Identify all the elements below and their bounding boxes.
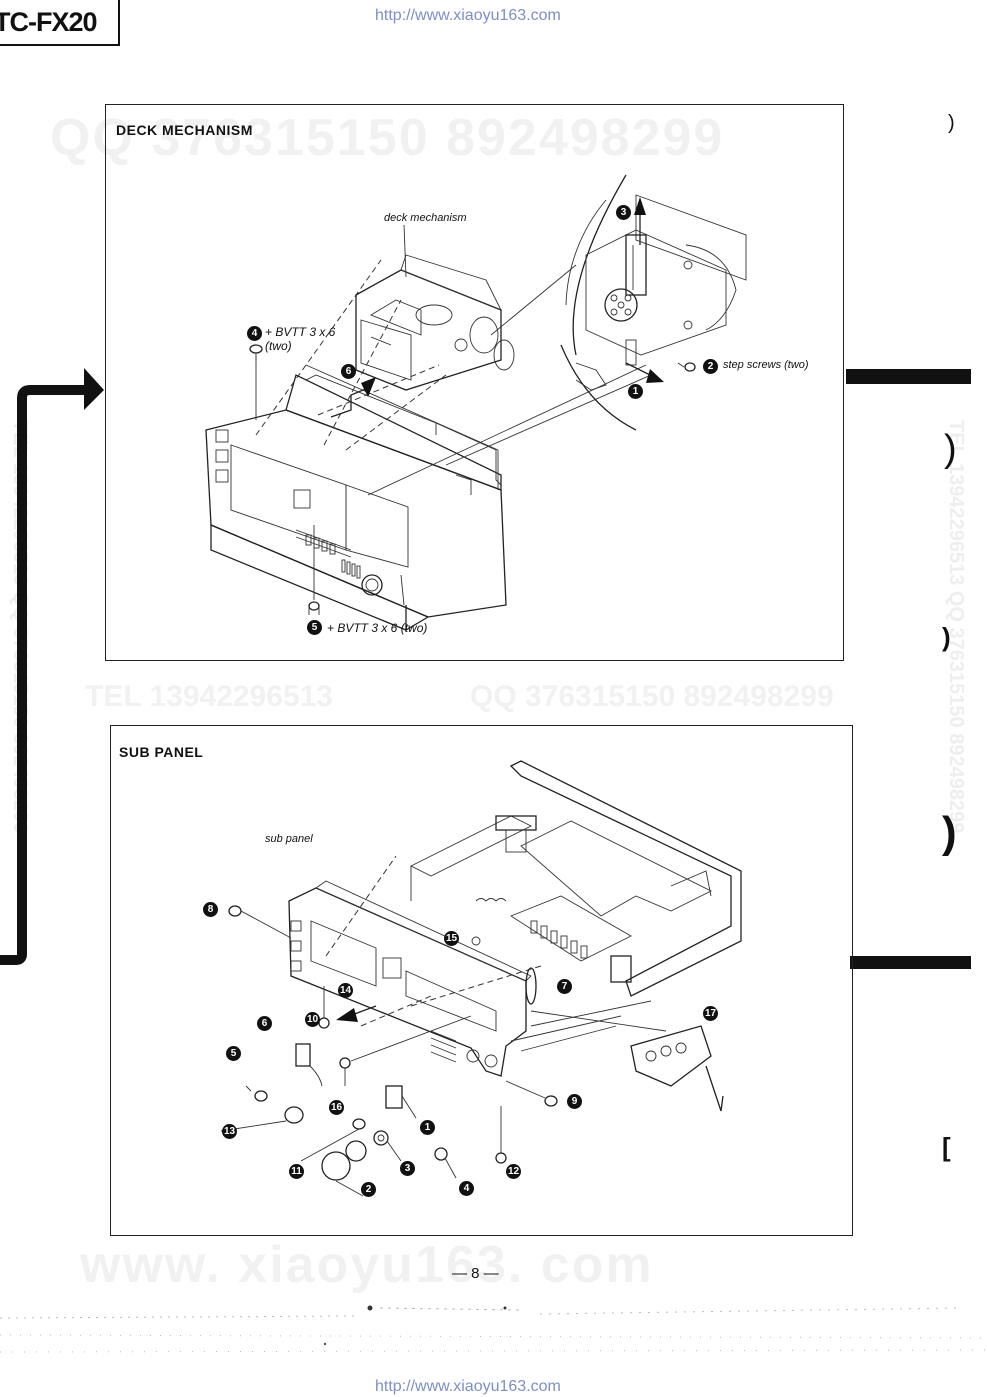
- callout-1: 1: [420, 1120, 435, 1135]
- right-mark-1: ): [948, 112, 955, 134]
- callout-2: 2: [361, 1182, 376, 1197]
- deck-mechanism-drawing: [205, 174, 747, 631]
- label-screw5: + BVTT 3 x 6 (two): [327, 621, 428, 635]
- label-sub-panel: sub panel: [265, 833, 313, 845]
- label-screw4-spec: + BVTT 3 x 6: [265, 325, 336, 339]
- callout-7: 7: [557, 979, 572, 994]
- callout-16: 16: [329, 1100, 344, 1115]
- sub-panel-title: SUB PANEL: [119, 744, 204, 760]
- callout-3: 3: [400, 1161, 415, 1176]
- callout-9: 9: [567, 1094, 582, 1109]
- watermark-tel: TEL 13942296513: [85, 680, 333, 713]
- sub-panel-drawing: [220, 760, 742, 1197]
- url-bottom[interactable]: http://www.xiaoyu163.com: [375, 1378, 561, 1395]
- label-step-screws: step screws (two): [723, 359, 809, 371]
- right-bar-bottom: [850, 956, 971, 969]
- callout-12: 12: [506, 1164, 521, 1179]
- callout-11: 11: [289, 1164, 304, 1179]
- callout-8: 8: [203, 902, 218, 917]
- callout-15: 15: [444, 931, 459, 946]
- watermark-site: www. xiaoyu163. com: [80, 1236, 654, 1294]
- callout-14: 14: [338, 983, 353, 998]
- callout-10: 10: [305, 1012, 320, 1027]
- callout-17: 17: [703, 1006, 718, 1021]
- callout-6: 6: [257, 1016, 272, 1031]
- deck-panel-title: DECK MECHANISM: [116, 122, 253, 138]
- right-mark-5: [: [942, 1132, 951, 1162]
- right-bar-top: [846, 369, 971, 384]
- callout-6: 6: [341, 364, 356, 379]
- callout-1: 1: [628, 384, 643, 399]
- callout-4: 4: [247, 326, 262, 341]
- callout-4: 4: [459, 1181, 474, 1196]
- callout-13: 13: [222, 1124, 237, 1139]
- callout-5: 5: [226, 1046, 241, 1061]
- watermark-qq-top: QQ 376315150 892498299: [50, 109, 725, 167]
- page-number: — 8 —: [452, 1265, 499, 1282]
- callout-5: 5: [307, 620, 322, 635]
- right-mark-2: ): [944, 428, 957, 470]
- right-mark-4: ): [942, 808, 957, 857]
- scan-noise: [0, 1300, 987, 1370]
- url-top[interactable]: http://www.xiaoyu163.com: [375, 7, 561, 24]
- label-deck-mechanism: deck mechanism: [384, 212, 467, 224]
- watermark-side-right: TEL 13942296513 QQ 376315150 892498299: [945, 420, 967, 834]
- right-mark-3: ): [942, 622, 951, 652]
- model-label: TC-FX20: [0, 0, 120, 46]
- callout-2: 2: [703, 359, 718, 374]
- deck-mechanism-panel: DECK MECHANISM: [105, 104, 844, 661]
- callout-3: 3: [616, 205, 631, 220]
- left-connector: [0, 0, 110, 980]
- watermark-qq-mid: QQ 376315150 892498299: [470, 680, 834, 713]
- sub-panel-panel: SUB PANEL: [110, 725, 853, 1236]
- label-screw4-count: (two): [265, 339, 292, 353]
